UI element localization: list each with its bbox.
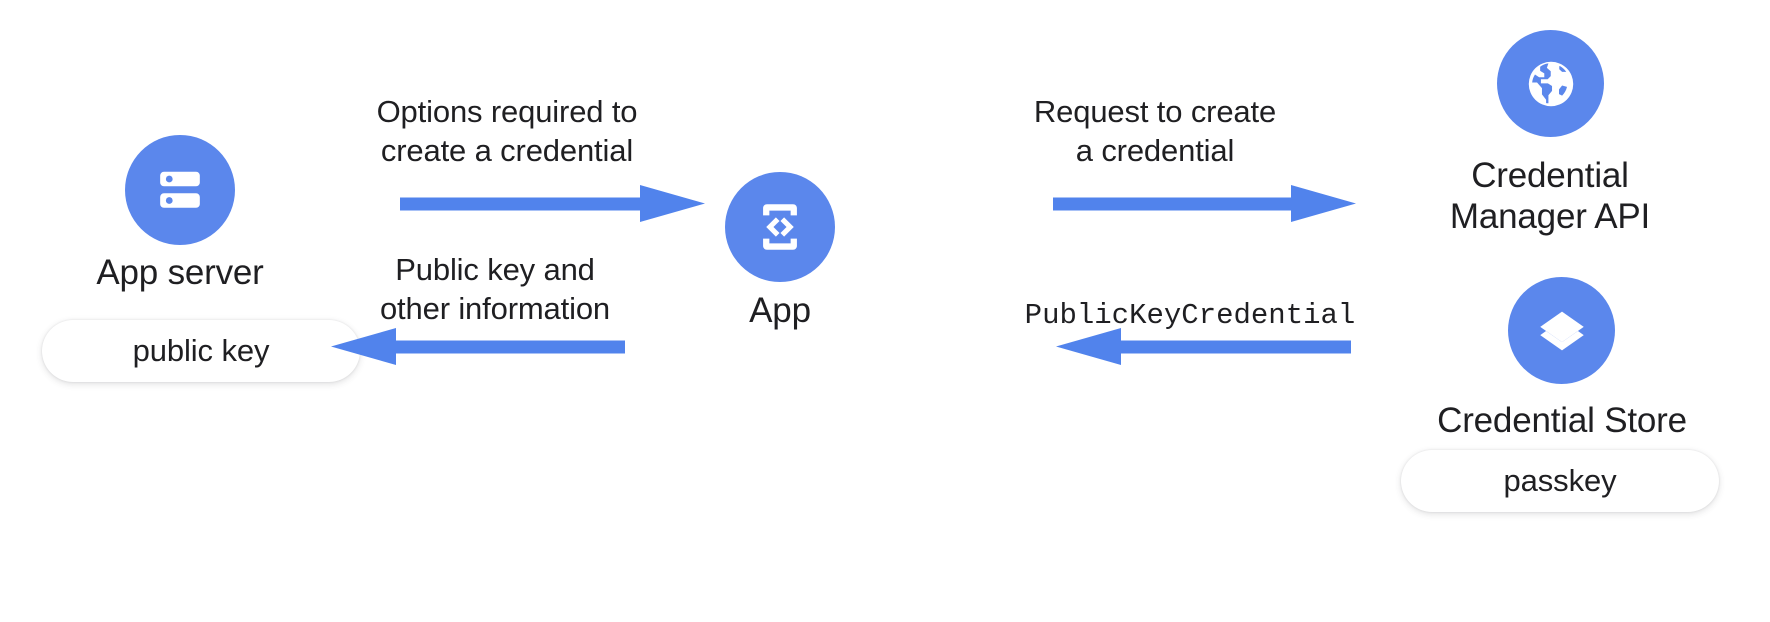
- layers-icon: [1508, 277, 1615, 384]
- chip-passkey-text: passkey: [1503, 463, 1617, 498]
- arrow-request-to-create: [1053, 182, 1363, 226]
- node-label-credential-manager-api: Credential Manager API: [1449, 156, 1651, 236]
- node-label-app-server: App server: [96, 253, 264, 292]
- node-app: [725, 172, 835, 282]
- node-credential-store: [1508, 277, 1615, 384]
- arrow-label-request-to-create: Request to create a credential: [1033, 94, 1277, 168]
- arrow-label-options-required: Options required to create a credential: [376, 94, 638, 168]
- arrow-publickeycredential: [1055, 325, 1355, 369]
- node-app-server: [125, 135, 235, 245]
- chip-public-key-text: public key: [132, 333, 270, 368]
- node-label-app: App: [749, 291, 811, 330]
- arrow-public-key-return: [330, 325, 630, 369]
- server-icon: [125, 135, 235, 245]
- chip-public-key: public key: [42, 320, 360, 382]
- arrow-options-required: [400, 182, 710, 226]
- node-credential-manager-api: [1497, 30, 1604, 137]
- arrow-label-publickeycredential: PublicKeyCredential: [1024, 299, 1356, 332]
- chip-passkey: passkey: [1401, 450, 1719, 512]
- app-device-code-icon: [725, 172, 835, 282]
- node-label-credential-store: Credential Store: [1437, 401, 1687, 440]
- globe-icon: [1497, 30, 1604, 137]
- arrow-label-public-key-and-other-information: Public key and other information: [379, 252, 611, 326]
